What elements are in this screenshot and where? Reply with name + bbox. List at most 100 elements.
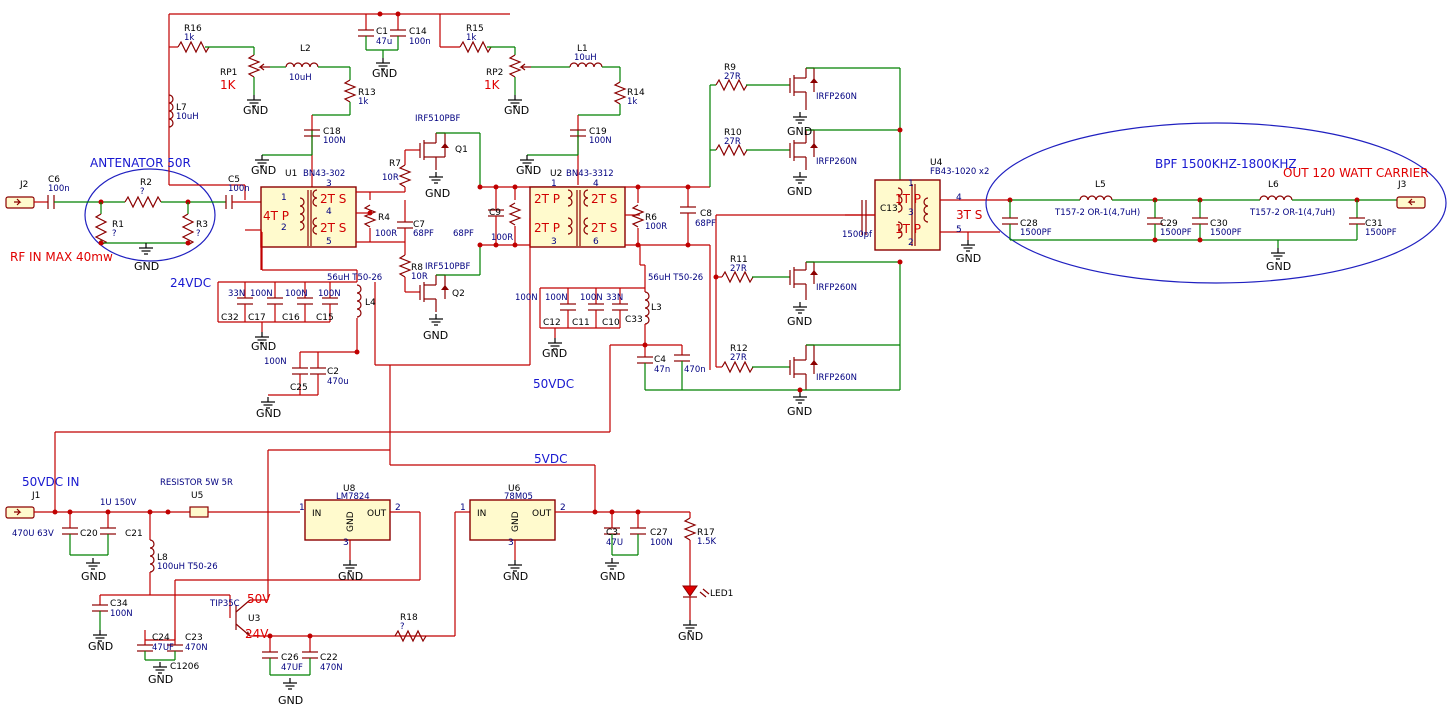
c24-value: 47UF — [152, 643, 174, 653]
l5-ref: L5 — [1095, 180, 1106, 190]
l3-ref: L3 — [651, 303, 662, 313]
l6-ref: L6 — [1268, 180, 1279, 190]
gnd-label: GND — [956, 252, 981, 265]
pin-number: 2 — [560, 503, 566, 513]
out-label: OUT 120 WATT CARRIER — [1283, 166, 1429, 180]
r12-value: 27R — [730, 353, 747, 363]
c19-value: 100N — [589, 136, 612, 146]
u2-value: BN43-3312 — [566, 169, 614, 179]
c15-ref: C15 — [316, 313, 334, 323]
c3-value: 47U — [606, 538, 623, 548]
r4-ref: R4 — [378, 213, 390, 223]
c5-ref: C5 — [228, 175, 240, 185]
c1206-label: C1206 — [170, 662, 199, 672]
c12-ref: C12 — [543, 318, 561, 328]
u2-winding-s2: 2T S — [591, 221, 617, 235]
rp2-value: 1K — [484, 78, 501, 92]
r9 — [715, 78, 748, 92]
l2-value: 10uH — [289, 73, 312, 83]
l5-value: T157-2 OR-1(4,7uH) — [1054, 208, 1140, 218]
c22-ref: C22 — [320, 653, 338, 663]
l8-value: 100uH T50-26 — [157, 562, 218, 572]
l6-value: T157-2 OR-1(4,7uH) — [1249, 208, 1335, 218]
c6-ref: C6 — [48, 175, 60, 185]
gnd-label: GND — [678, 630, 703, 643]
r18-ref: R18 — [400, 613, 418, 623]
r2 — [124, 195, 162, 209]
c23-ref: C23 — [185, 633, 203, 643]
q-pa1 — [789, 67, 900, 110]
j2-ref: J2 — [19, 180, 28, 190]
r7-value: 10R — [382, 173, 399, 183]
gnd-label: GND — [256, 407, 281, 420]
r8-value: 10R — [411, 272, 428, 282]
pin-number: 3 — [343, 538, 349, 548]
bias-network — [168, 11, 627, 201]
pin-number: 1 — [299, 503, 305, 513]
c6-value: 100n — [48, 184, 70, 194]
c9-ref: C9 — [489, 208, 501, 218]
r8 — [398, 254, 412, 278]
u1-transformer — [245, 186, 400, 270]
gnd-label: GND — [243, 104, 268, 117]
l4-value: 56uH T50-26 — [327, 273, 382, 283]
c32-ref: C32 — [221, 313, 239, 323]
u4-value: FB43-1020 x2 — [930, 167, 989, 177]
l7-value: 10uH — [176, 112, 199, 122]
u1-winding-s1: 2T S — [320, 192, 346, 206]
u8-value: LM7824 — [336, 492, 370, 502]
gnd-label: GND — [504, 104, 529, 117]
c11-value: 100N — [545, 293, 568, 303]
v24b-label: 24V — [245, 627, 269, 641]
u8-regulator — [304, 499, 391, 541]
r12-ref: R12 — [730, 344, 748, 354]
pin-number: 4 — [326, 207, 332, 217]
rp2 — [508, 54, 522, 78]
gnd-label: GND — [516, 164, 541, 177]
gnd-label: GND — [425, 187, 450, 200]
r6-value: 100R — [645, 222, 667, 232]
bpf-outline — [985, 122, 1447, 284]
c16-ref: C16 — [282, 313, 300, 323]
pin-number: 1 — [460, 503, 466, 513]
r14-value: 1k — [627, 97, 637, 107]
v24-decoupling — [217, 269, 362, 409]
r2-value: ? — [140, 187, 145, 197]
u4-winding-p2: 1T P — [895, 222, 921, 236]
u4-ref: U4 — [930, 158, 943, 168]
gnd-label: GND — [787, 185, 812, 198]
r15-ref: R15 — [466, 24, 484, 34]
c26-value: 47UF — [281, 663, 303, 673]
c26-ref: C26 — [281, 653, 299, 663]
c19-ref: C19 — [589, 127, 607, 137]
c3-ref: C3 — [606, 528, 618, 538]
r1-value: ? — [112, 229, 117, 239]
q-pa2 — [789, 129, 900, 170]
gnd-label: GND — [787, 125, 812, 138]
pin-number: 3 — [908, 208, 914, 218]
c27-value: 100N — [650, 538, 673, 548]
r10-ref: R10 — [724, 128, 742, 138]
r4-value: 100R — [375, 229, 397, 239]
r8-ref: R8 — [411, 263, 423, 273]
c10-ref: C10 — [602, 318, 620, 328]
r3 — [181, 213, 195, 246]
v50-label: 50VDC — [533, 377, 574, 391]
q-pa2-value: IRFP260N — [816, 157, 857, 167]
gnd-label: GND — [338, 570, 363, 583]
r13-ref: R13 — [358, 88, 376, 98]
r10-value: 27R — [724, 137, 741, 147]
u6-gnd: GND — [511, 511, 521, 532]
pin-number: 1 — [908, 179, 914, 189]
r17-value: 1.5K — [697, 537, 717, 547]
c13-ref: C13 — [880, 204, 898, 214]
pin-number: 3 — [551, 237, 557, 247]
c11-ref: C11 — [572, 318, 590, 328]
v50-decoupling — [374, 245, 901, 393]
bpf-section — [985, 122, 1447, 284]
u2-winding-p1: 2T P — [534, 192, 560, 206]
l4-ref: L4 — [365, 298, 376, 308]
c4-value: 47n — [654, 365, 670, 375]
q2-value: IRF510PBF — [425, 262, 470, 272]
